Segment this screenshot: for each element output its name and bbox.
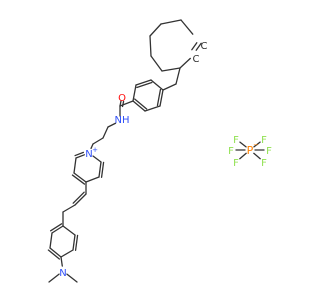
double-bond-line: [156, 88, 162, 107]
bond-line: [135, 79, 152, 86]
bond-line: [150, 55, 163, 72]
structure-canvas: O NH N + N C C P − F F F F F F: [47, 19, 273, 283]
bond-line: [60, 249, 74, 258]
triple-bond-line: [195, 42, 202, 51]
double-bond-line: [47, 249, 61, 260]
pyridinium-charge-label: +: [92, 146, 98, 154]
bond-lines: [47, 19, 265, 283]
bond-line: [98, 161, 102, 178]
bond-line: [119, 100, 122, 107]
triple-bond-line: [191, 42, 198, 51]
fluorine-label-bottom-left: F: [233, 158, 239, 169]
chemical-structure: O NH N + N C C P − F F F F F F: [47, 19, 272, 283]
bond-line: [253, 152, 261, 160]
bond-line: [179, 57, 191, 69]
double-bond-line: [72, 191, 85, 204]
bond-line: [73, 157, 77, 174]
bond-line: [66, 273, 78, 283]
bond-line: [92, 155, 102, 163]
bond-line: [239, 152, 247, 160]
bond-line: [239, 141, 247, 148]
phosphorus-charge-label: −: [253, 141, 259, 149]
double-bond-line: [49, 223, 63, 232]
bond-line: [85, 176, 100, 183]
bond-line: [92, 137, 104, 145]
fluorine-label-top-left: F: [233, 135, 239, 146]
bond-line: [132, 84, 137, 102]
bond-line: [175, 67, 181, 85]
double-bond-line: [74, 234, 79, 251]
double-bond-line: [71, 174, 86, 185]
bond-line: [62, 225, 76, 236]
fluorine-label-left: F: [228, 146, 234, 157]
bond-line: [162, 83, 177, 91]
amide-nitrogen-label: NH: [115, 115, 130, 126]
bond-line: [159, 89, 164, 107]
bond-line: [149, 35, 152, 57]
fluorine-label-top-right: F: [261, 135, 267, 146]
bond-line: [180, 19, 194, 35]
double-bond-line: [121, 100, 125, 108]
double-bond-line: [136, 81, 153, 89]
fluorine-label-right: F: [266, 146, 272, 157]
bond-line: [150, 79, 164, 91]
fluorine-label-bottom-right: F: [261, 158, 267, 169]
phosphorus-label: P: [247, 144, 254, 157]
double-bond-line: [134, 98, 148, 110]
amine-nitrogen-label: N: [59, 268, 66, 279]
bond-line: [161, 67, 181, 72]
bond-line: [107, 122, 117, 128]
double-bond-line: [100, 161, 105, 178]
alkyne-carbon-2-label: C: [193, 54, 200, 65]
bond-line: [60, 256, 63, 267]
bond-line: [62, 204, 76, 213]
bond-line: [73, 172, 87, 183]
bond-line: [253, 141, 261, 148]
alkyne-carbon-1-label: C: [201, 41, 208, 52]
pyridinium-nitrogen-label: N: [85, 149, 92, 160]
bond-line: [51, 225, 64, 234]
double-bond-line: [74, 151, 85, 157]
bond-line: [132, 100, 146, 112]
bond-line: [74, 193, 87, 206]
atom-labels: O NH N + N C C: [59, 41, 207, 279]
bond-line: [149, 23, 162, 37]
bond-line: [49, 247, 62, 258]
bond-line: [49, 232, 53, 249]
bond-line: [90, 143, 94, 150]
bond-line: [75, 154, 85, 159]
bond-line: [144, 105, 161, 112]
bond-line: [160, 19, 182, 25]
bond-line: [48, 273, 60, 283]
carbonyl-oxygen-label: O: [118, 93, 126, 104]
hexafluorophosphate-ion: P − F F F F F F: [228, 135, 272, 169]
bond-line: [72, 234, 76, 251]
bond-line: [102, 126, 109, 139]
